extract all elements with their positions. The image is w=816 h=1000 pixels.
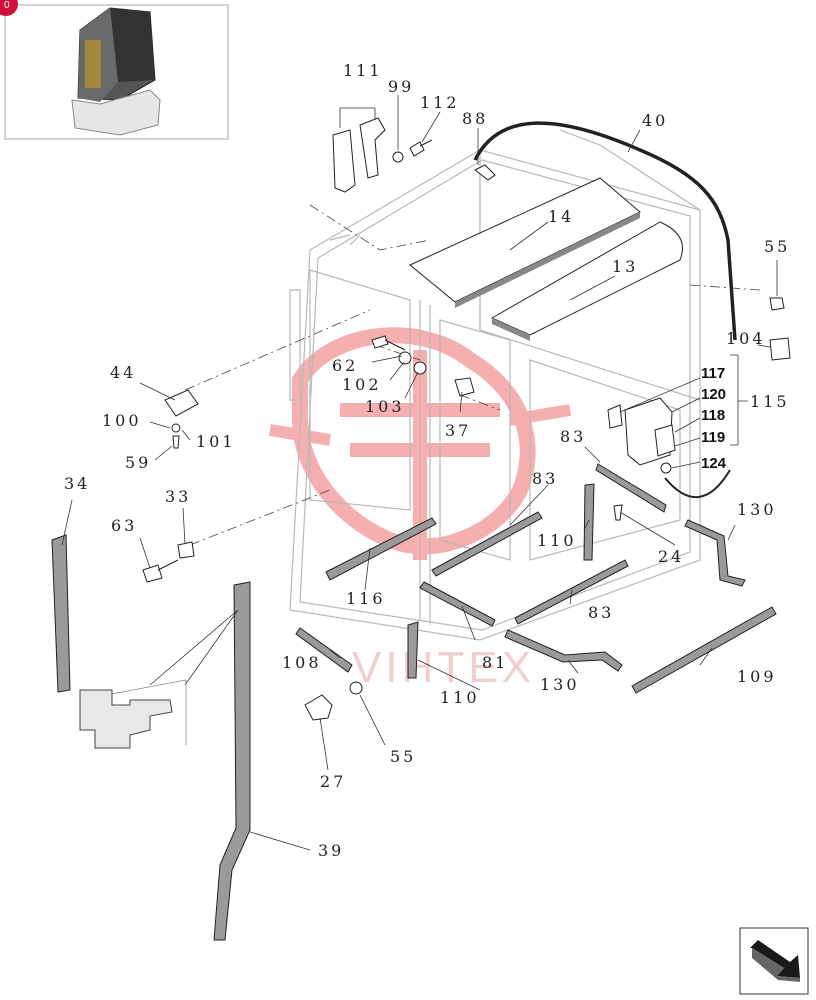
label-88[interactable]: 88 <box>462 109 488 128</box>
label-119[interactable]: 119 <box>701 429 725 446</box>
seal-130-b[interactable] <box>684 519 746 587</box>
label-120[interactable]: 120 <box>701 386 726 403</box>
label-111[interactable]: 111 <box>343 61 383 80</box>
assembly-lines <box>184 204 761 546</box>
seal-130-a[interactable] <box>504 629 623 672</box>
label-116[interactable]: 116 <box>346 589 386 608</box>
seal-110-a[interactable] <box>583 483 595 561</box>
cab-thumbnail-icon[interactable] <box>4 4 229 140</box>
label-117[interactable]: 117 <box>701 365 725 382</box>
label-40[interactable]: 40 <box>642 111 668 130</box>
label-55-bottom[interactable]: 55 <box>390 747 416 766</box>
label-13[interactable]: 13 <box>612 257 638 276</box>
label-110-b[interactable]: 110 <box>440 688 480 707</box>
seal-34[interactable] <box>51 534 71 693</box>
label-115[interactable]: 115 <box>750 392 790 411</box>
nut-33[interactable] <box>177 541 195 559</box>
label-99[interactable]: 99 <box>388 77 414 96</box>
screw-59[interactable] <box>172 435 180 449</box>
label-14[interactable]: 14 <box>548 207 574 226</box>
label-83-a[interactable]: 83 <box>560 427 586 446</box>
seal-116[interactable] <box>325 517 437 581</box>
clip-88[interactable] <box>474 164 496 181</box>
label-130-a[interactable]: 130 <box>737 500 777 519</box>
cab-frame <box>289 129 701 641</box>
label-27[interactable]: 27 <box>320 772 346 791</box>
label-104[interactable]: 104 <box>726 329 766 348</box>
label-24[interactable]: 24 <box>658 547 684 566</box>
label-109[interactable]: 109 <box>737 667 777 686</box>
roof-panel-13-edge <box>492 318 530 341</box>
knob-27[interactable] <box>304 694 333 721</box>
label-62[interactable]: 62 <box>332 356 358 375</box>
roof-panel-13[interactable] <box>490 221 683 336</box>
nut-55[interactable] <box>769 297 785 311</box>
label-130-b[interactable]: 130 <box>540 675 580 694</box>
pin-37[interactable] <box>454 377 475 397</box>
label-108[interactable]: 108 <box>282 653 322 672</box>
bolt-112[interactable] <box>409 139 433 157</box>
screw-24[interactable] <box>613 504 623 521</box>
roof-panel-14-edge <box>455 212 640 308</box>
seal-110-b[interactable] <box>407 621 419 679</box>
label-100[interactable]: 100 <box>102 411 142 430</box>
leader-lines <box>61 95 778 851</box>
bolt-62[interactable] <box>371 335 406 351</box>
seal-39[interactable] <box>213 581 251 941</box>
plate-44[interactable] <box>164 389 199 417</box>
seal-83-a[interactable] <box>431 511 543 577</box>
label-83-c[interactable]: 83 <box>588 603 614 622</box>
bolt-63[interactable] <box>142 559 179 583</box>
page-badge-text: 0 <box>4 0 10 11</box>
seal-81[interactable] <box>419 581 496 627</box>
label-34[interactable]: 34 <box>64 474 90 493</box>
seal-40[interactable] <box>473 121 737 341</box>
label-63[interactable]: 63 <box>111 516 137 535</box>
washer-101[interactable] <box>171 423 181 433</box>
washer-55[interactable] <box>349 681 363 695</box>
next-page-arrow-icon[interactable] <box>739 927 809 995</box>
seal-profile-icon <box>79 609 239 749</box>
label-118[interactable]: 118 <box>701 407 725 424</box>
label-55-top[interactable]: 55 <box>764 237 790 256</box>
watermark-text: VIHTEX <box>352 643 535 692</box>
label-101[interactable]: 101 <box>196 432 236 451</box>
handle-111[interactable] <box>332 117 386 193</box>
label-59[interactable]: 59 <box>125 453 151 472</box>
seal-83-b[interactable] <box>595 463 667 513</box>
page-badge <box>0 0 18 16</box>
label-83-b[interactable]: 83 <box>532 469 558 488</box>
label-44[interactable]: 44 <box>110 363 136 382</box>
label-102[interactable]: 102 <box>342 375 382 394</box>
washer-99[interactable] <box>392 151 404 163</box>
washer-103[interactable] <box>413 361 427 375</box>
seal-108[interactable] <box>295 627 353 673</box>
label-33[interactable]: 33 <box>165 487 191 506</box>
seal-109[interactable] <box>631 606 777 694</box>
part-labels: 111 99 112 88 40 14 13 55 104 44 62 102 … <box>64 61 790 860</box>
washer-tank-115[interactable] <box>607 397 731 498</box>
label-37[interactable]: 37 <box>445 421 471 440</box>
label-103[interactable]: 103 <box>365 397 405 416</box>
label-124[interactable]: 124 <box>701 455 727 472</box>
washer-102[interactable] <box>398 351 412 365</box>
label-112[interactable]: 112 <box>420 93 460 112</box>
label-110-a[interactable]: 110 <box>537 531 577 550</box>
label-81[interactable]: 81 <box>482 653 508 672</box>
knob-104[interactable] <box>769 337 791 361</box>
label-39[interactable]: 39 <box>318 841 344 860</box>
